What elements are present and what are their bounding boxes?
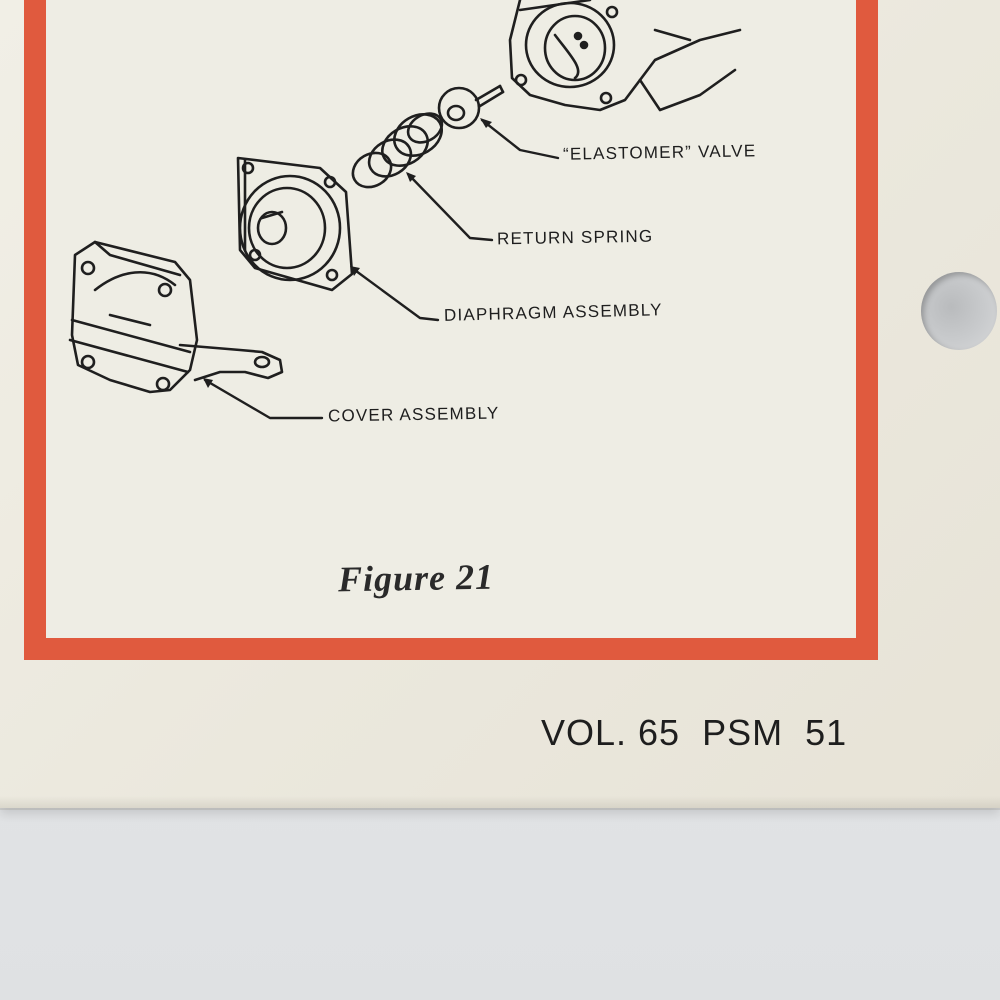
return-spring-drawing <box>351 112 444 189</box>
manual-page: “ELASTOMER” VALVE RETURN SPRING DIAPHRAG… <box>0 0 1000 810</box>
label-cover-assembly: COVER ASSEMBLY <box>327 403 500 426</box>
label-return-spring: RETURN SPRING <box>496 226 654 249</box>
red-figure-frame <box>24 0 878 660</box>
cover-assembly-drawing <box>68 240 284 394</box>
binder-punch-hole <box>921 272 997 350</box>
leader-diaphragm <box>350 266 440 322</box>
leader-valve <box>480 118 560 160</box>
leader-lines <box>203 118 560 420</box>
leader-spring <box>406 172 494 242</box>
leader-cover <box>203 378 324 420</box>
page-edge-shadow <box>0 796 1000 810</box>
figure-caption: Figure 21 <box>337 556 495 600</box>
diaphragm-assembly-drawing <box>236 156 354 292</box>
label-elastomer-valve: “ELASTOMER” VALVE <box>562 141 757 164</box>
page-number: VOL. 65 PSM 51 <box>541 712 848 753</box>
pump-body-drawing <box>508 0 742 112</box>
elastomer-valve-drawing <box>437 84 505 130</box>
